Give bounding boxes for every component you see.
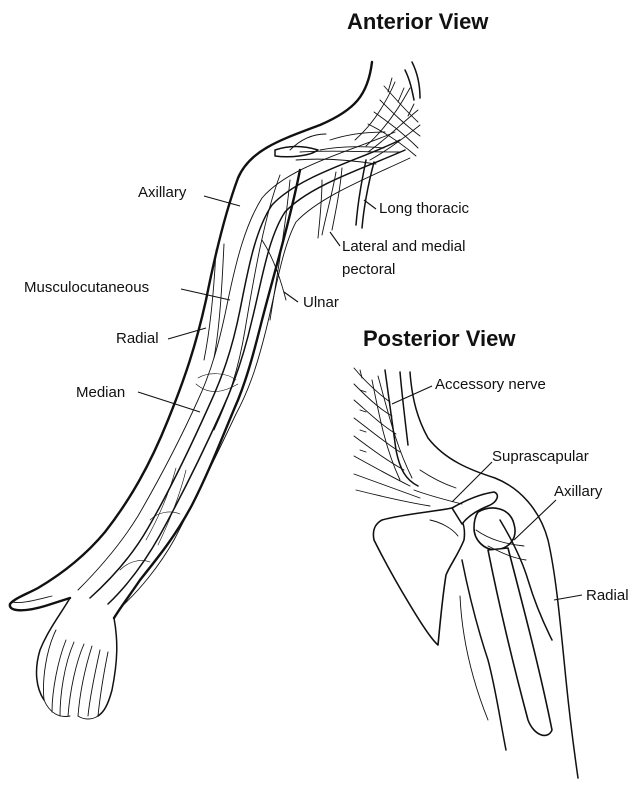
label-radial-anterior: Radial <box>116 330 159 347</box>
leader-pectoral <box>330 232 340 246</box>
label-radial-posterior: Radial <box>586 587 629 604</box>
label-musculocutaneous: Musculocutaneous <box>24 279 149 296</box>
leader-ulnar <box>284 292 298 302</box>
posterior-view-heading: Posterior View <box>363 326 516 351</box>
label-pectoral-line1: Lateral and medial <box>342 238 465 255</box>
label-axillary-anterior: Axillary <box>138 184 187 201</box>
leader-long-thoracic <box>364 200 376 209</box>
leader-median <box>138 392 200 412</box>
posterior-shoulder-illustration <box>354 368 578 778</box>
label-accessory-nerve: Accessory nerve <box>435 376 546 393</box>
anterior-leader-lines <box>138 196 376 412</box>
label-median: Median <box>76 384 125 401</box>
label-pectoral-line2: pectoral <box>342 261 395 278</box>
leader-radial-anterior <box>168 328 206 339</box>
leader-axillary-posterior <box>514 500 556 540</box>
label-long-thoracic: Long thoracic <box>379 200 470 217</box>
label-suprascapular: Suprascapular <box>492 448 589 465</box>
anterior-view-heading: Anterior View <box>347 9 489 34</box>
anterior-arm-illustration <box>10 62 420 719</box>
label-ulnar: Ulnar <box>303 294 339 311</box>
label-axillary-posterior: Axillary <box>554 483 603 500</box>
leader-radial-posterior <box>554 595 582 600</box>
leader-axillary-anterior <box>204 196 240 206</box>
